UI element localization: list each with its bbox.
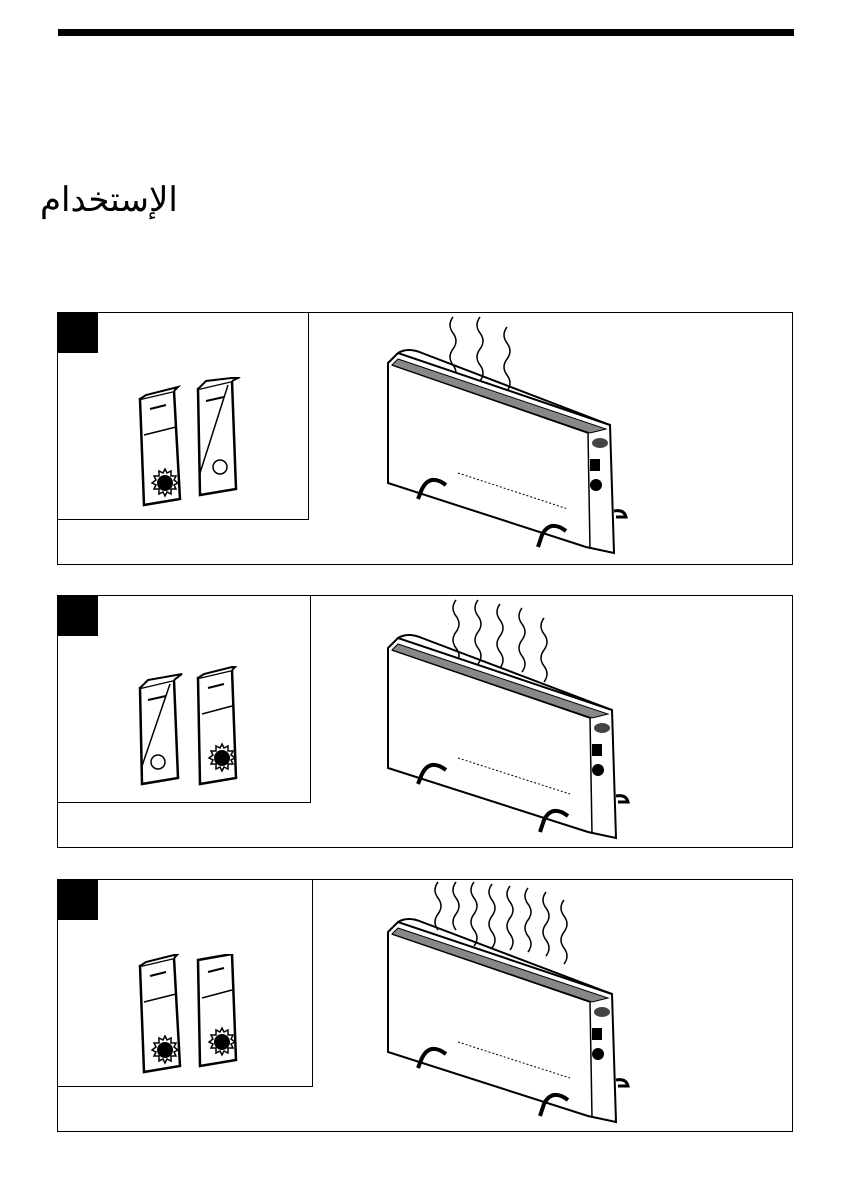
page-heading: الإستخدام <box>40 178 200 222</box>
switches <box>132 377 252 507</box>
switches <box>132 954 252 1084</box>
top-rule <box>58 29 794 36</box>
convector-heater-icon <box>378 880 648 1133</box>
convector-heater-icon <box>378 596 648 849</box>
heater-illustration <box>378 880 648 1133</box>
switches <box>132 666 252 796</box>
heater-illustration <box>378 596 648 849</box>
step-number-box <box>58 880 98 920</box>
switch-inset <box>57 879 313 1087</box>
switch-inset <box>57 312 309 520</box>
rocker-switch-icon <box>132 954 252 1084</box>
step-panel-1 <box>57 312 793 565</box>
step-number-box <box>58 313 98 353</box>
rocker-switch-icon <box>132 377 252 507</box>
heater-illustration <box>378 313 648 566</box>
rocker-switch-icon <box>132 666 252 796</box>
convector-heater-icon <box>378 313 648 566</box>
switch-inset <box>57 595 311 803</box>
step-panel-2 <box>57 595 793 848</box>
step-number-box <box>58 596 98 636</box>
step-panel-3 <box>57 879 793 1132</box>
